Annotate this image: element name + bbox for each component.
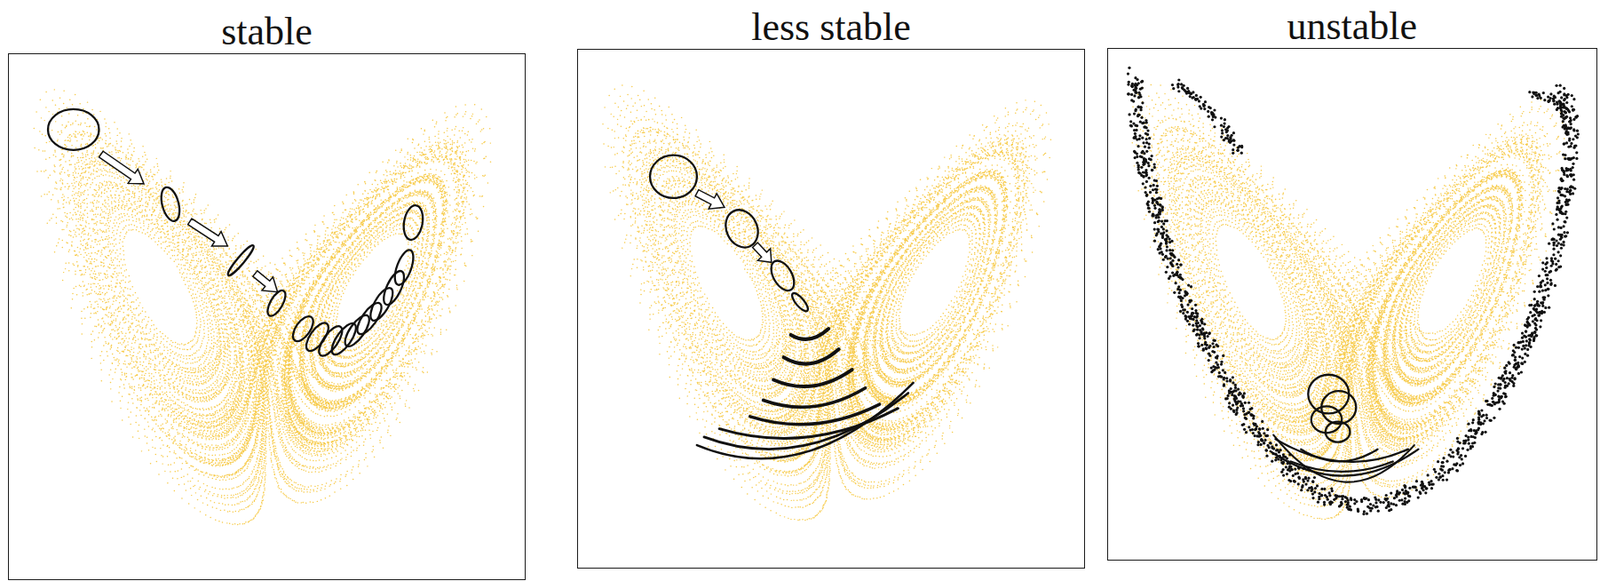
panel-heading: unstable xyxy=(1072,6,1600,48)
plot-panel: less stable xyxy=(577,48,1085,569)
panel-heading: stable xyxy=(0,11,561,53)
panel-heading: less stable xyxy=(542,7,1119,48)
plot-panel: stable xyxy=(7,53,526,580)
plot-panel: unstable xyxy=(1107,47,1598,561)
